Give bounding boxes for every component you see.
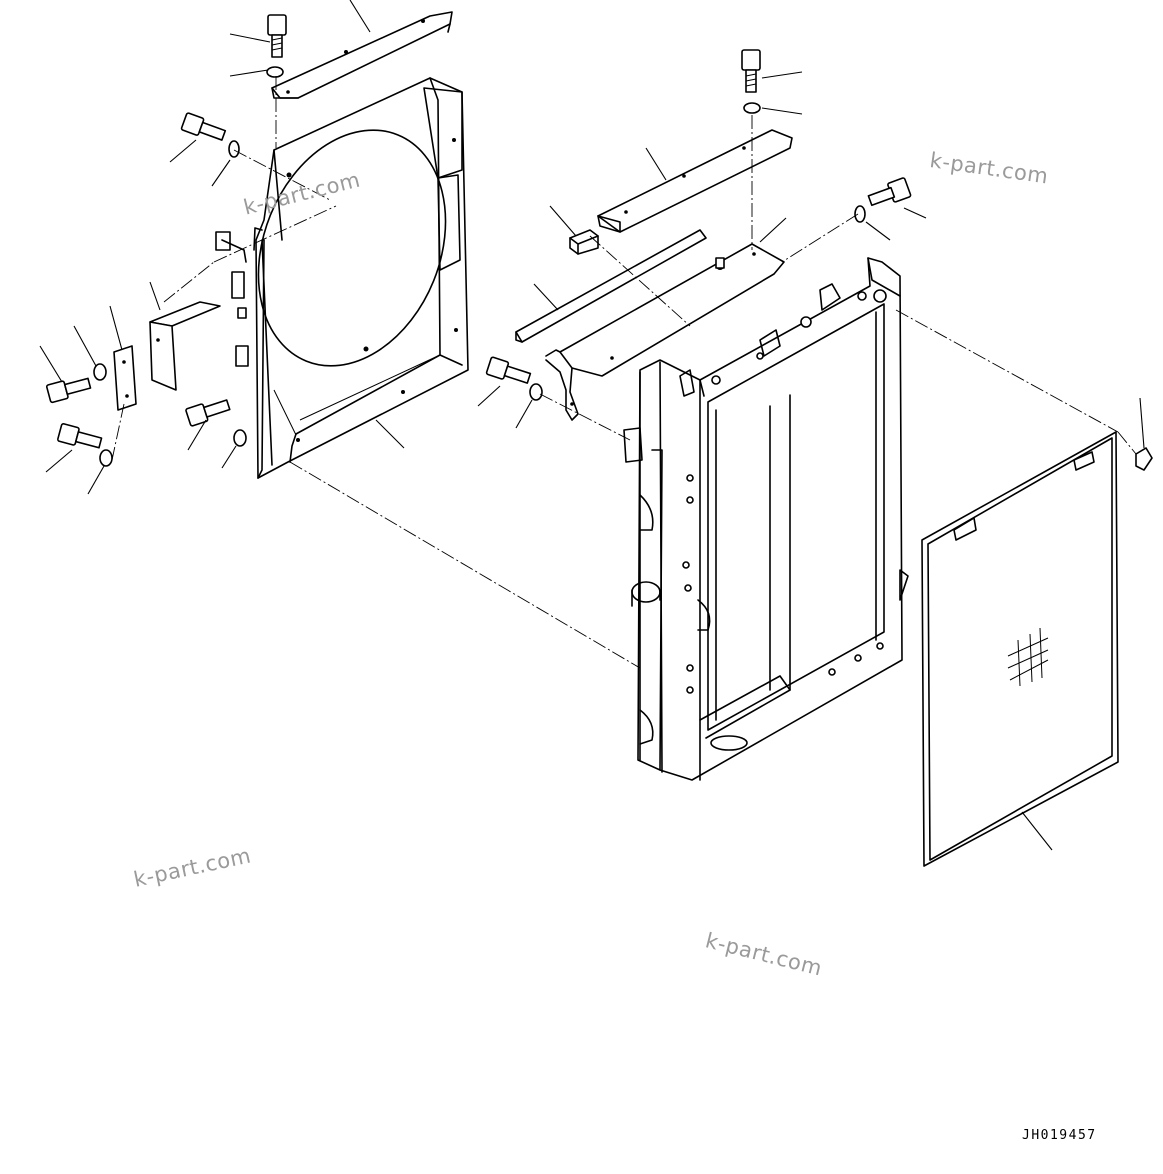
washer-low-left bbox=[99, 449, 113, 467]
screen-clip bbox=[1135, 447, 1153, 471]
bolt-center-left bbox=[185, 399, 231, 427]
seal-strip bbox=[515, 229, 707, 343]
washer-top-right bbox=[743, 102, 761, 114]
drawing-code-label: JH019457 bbox=[1022, 1128, 1097, 1143]
bolt-mid-left bbox=[45, 377, 92, 404]
bolt-low-left bbox=[57, 423, 103, 449]
assembly-center-lines bbox=[111, 76, 1137, 669]
bolt-right-side bbox=[867, 177, 912, 207]
leader-lines bbox=[39, 0, 1145, 851]
bolt-top-left bbox=[267, 14, 287, 58]
plate-bracket bbox=[113, 345, 137, 411]
top-cover-bar bbox=[597, 129, 793, 233]
dust-screen bbox=[921, 431, 1119, 867]
upper-support-plate bbox=[545, 243, 785, 421]
angle-bracket bbox=[149, 301, 221, 391]
radiator-core-frame bbox=[623, 257, 909, 781]
washer-center-left bbox=[233, 429, 247, 447]
bolt-top-right bbox=[741, 49, 761, 93]
washer-upper-left bbox=[228, 140, 240, 158]
fan-shroud bbox=[215, 77, 469, 479]
top-plate-left bbox=[271, 11, 453, 99]
washer-right-side bbox=[854, 205, 866, 223]
washer-center bbox=[529, 383, 543, 401]
bolt-center bbox=[485, 356, 532, 384]
washer-top-left bbox=[266, 66, 284, 78]
washer-mid-left bbox=[93, 363, 107, 381]
bolt-upper-left bbox=[180, 112, 227, 141]
rubber-pad bbox=[569, 229, 599, 255]
